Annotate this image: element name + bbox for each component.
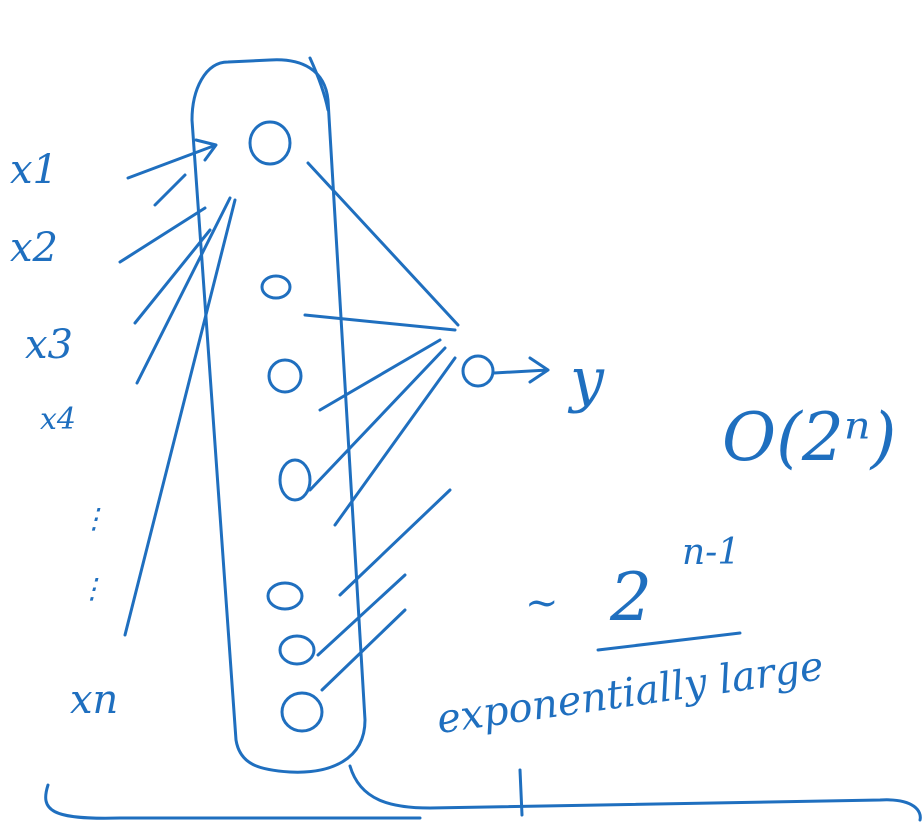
input-line-x1b — [153, 173, 187, 207]
capsule-tail — [308, 56, 330, 112]
input-label-x3: x3 — [25, 322, 74, 368]
output-arrow — [492, 356, 550, 384]
input-line-x3a — [133, 228, 212, 325]
complexity-label: O(2ⁿ) — [722, 399, 897, 476]
input-brace — [44, 783, 422, 820]
input-arrow-x1 — [126, 138, 218, 180]
input-ellipsis-2: ⋮ — [78, 572, 106, 605]
connection-1 — [306, 161, 460, 327]
connection-3 — [318, 338, 442, 412]
hidden-node-7 — [280, 691, 324, 733]
connection-8 — [320, 608, 407, 692]
input-ellipsis-1: ⋮ — [80, 502, 108, 535]
input-line-xn — [123, 198, 237, 637]
hidden-node-5 — [266, 581, 304, 611]
connection-7 — [316, 573, 407, 657]
hidden-node-4 — [278, 458, 312, 502]
approx-exponent: n-1 — [682, 532, 741, 573]
brace-tick — [518, 768, 524, 817]
hidden-node-3 — [267, 358, 303, 394]
hidden-node-6 — [278, 634, 316, 666]
connection-4 — [308, 346, 447, 492]
input-line-x2 — [118, 206, 207, 264]
approx-base: 2 — [610, 559, 652, 636]
hidden-node-1 — [248, 120, 292, 166]
connection-2 — [303, 313, 457, 332]
approx-underline — [596, 631, 742, 652]
output-node — [461, 354, 495, 388]
input-line-x3b — [135, 196, 232, 385]
connection-6 — [338, 488, 452, 597]
input-label-x2: x2 — [10, 225, 59, 271]
output-label-y: y — [570, 345, 604, 415]
connection-5 — [333, 356, 457, 527]
approx-symbol: ~ — [525, 580, 559, 626]
hidden-brace — [348, 764, 922, 822]
input-label-xn: xn — [70, 677, 119, 723]
hidden-node-2 — [260, 274, 292, 300]
hidden-layer-capsule — [190, 58, 367, 774]
input-label-x4: x4 — [40, 402, 77, 437]
input-label-x1: x1 — [10, 147, 59, 193]
